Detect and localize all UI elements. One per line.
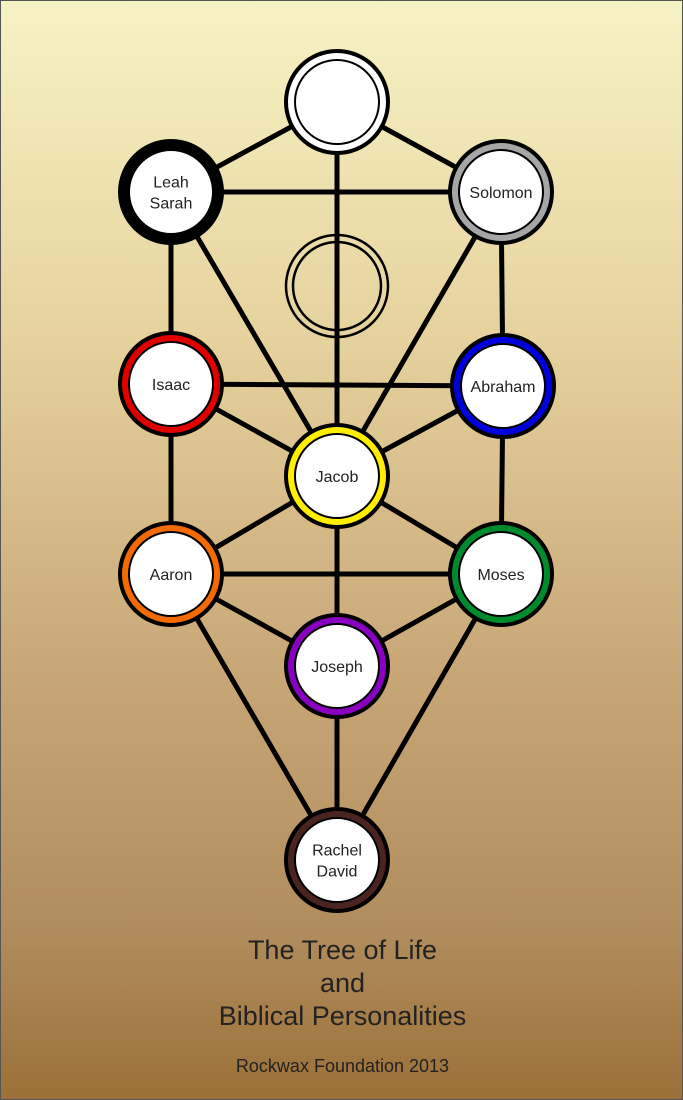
- edge-solomon-jacob: [334, 190, 504, 478]
- edge-leah-sarah-jacob: [168, 190, 340, 478]
- node-isaac: Isaac: [118, 331, 224, 437]
- node-solomon: Solomon: [448, 139, 554, 245]
- node-abraham: Abraham: [450, 333, 556, 439]
- node-jacob: Jacob: [284, 423, 390, 529]
- node-label-rachel-david-1: David: [317, 864, 358, 881]
- node-label-moses-0: Moses: [477, 567, 524, 584]
- node-label-leah-sarah-0: Leah: [153, 175, 189, 192]
- node-label-joseph-0: Joseph: [311, 659, 363, 676]
- node-label-aaron-0: Aaron: [150, 567, 193, 584]
- title-line-3: Biblical Personalities: [218, 1001, 467, 1031]
- node-moses: Moses: [448, 521, 554, 627]
- node-label-leah-sarah-1: Sarah: [150, 196, 193, 213]
- node-crown: [284, 49, 390, 155]
- edge-isaac-abraham: [170, 381, 504, 389]
- edge-aaron-rachel-david: [168, 572, 340, 862]
- node-label-solomon-0: Solomon: [469, 185, 532, 202]
- node-aaron: Aaron: [118, 521, 224, 627]
- hidden-sephira-daat: [284, 233, 390, 339]
- title-line-1: The Tree of Life: [247, 935, 438, 965]
- node-joseph: Joseph: [284, 613, 390, 719]
- credit-line: Rockwax Foundation 2013: [235, 1056, 450, 1076]
- node-label-isaac-0: Isaac: [152, 377, 190, 394]
- edge-moses-rachel-david: [334, 572, 504, 862]
- node-label-rachel-david-0: Rachel: [312, 843, 362, 860]
- title-line-2: and: [319, 968, 366, 998]
- node-label-abraham-0: Abraham: [471, 379, 536, 396]
- node-label-jacob-0: Jacob: [316, 469, 359, 486]
